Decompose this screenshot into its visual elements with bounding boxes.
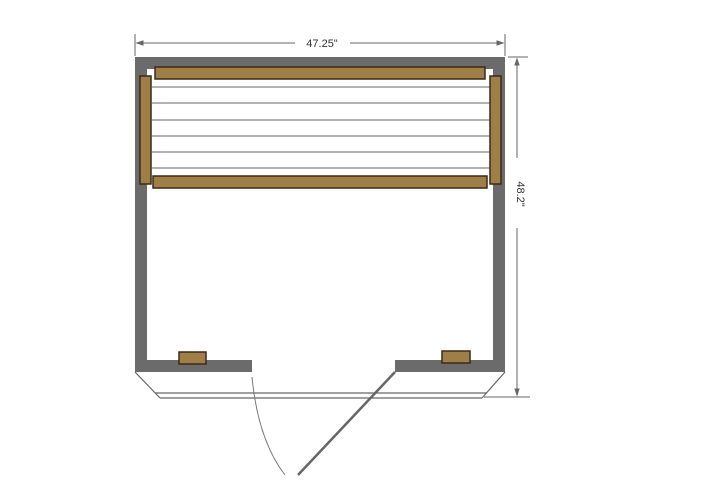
door (297, 371, 396, 476)
door-swing-arc (251, 376, 286, 476)
bench-front-plank (152, 175, 488, 189)
bench-right-support (489, 75, 502, 185)
sauna-wall (135, 57, 505, 372)
front-skirt (134, 371, 506, 399)
bench-back-plank (154, 66, 486, 80)
depth-dimension (484, 56, 530, 398)
depth-label: 48.2" (514, 181, 526, 206)
width-dimension (134, 34, 506, 56)
heater-left (178, 351, 207, 365)
bench-slats (152, 86, 490, 169)
width-label: 47.25" (306, 38, 338, 50)
heater-right (441, 350, 471, 364)
bench-left-support (139, 75, 152, 185)
